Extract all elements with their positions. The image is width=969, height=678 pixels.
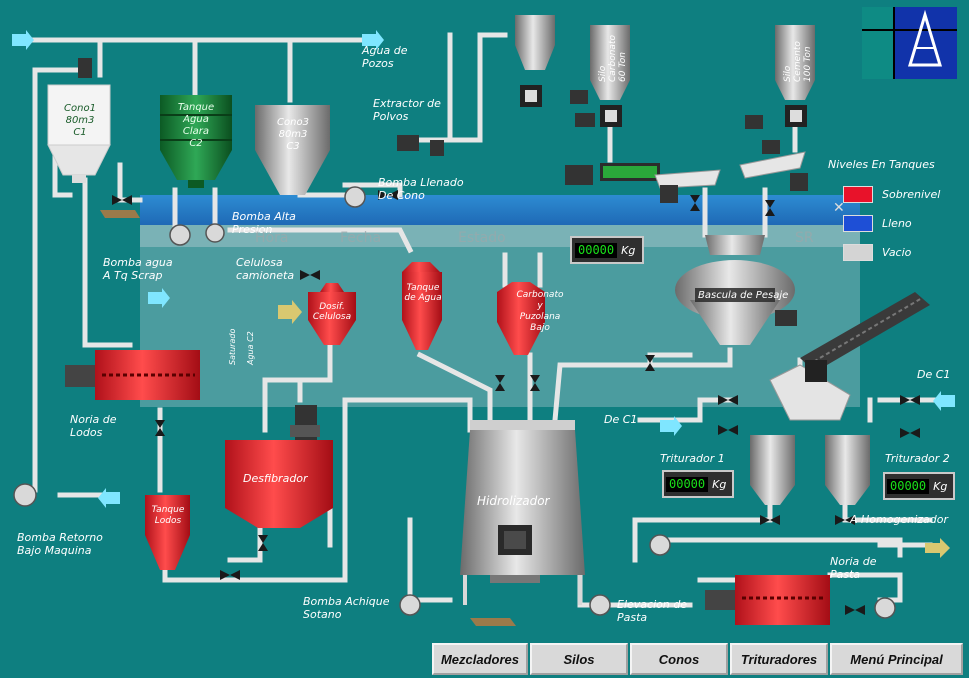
pipe-network (17, 32, 953, 608)
triturador2-unit: Kg (933, 479, 948, 493)
label-desfibrador: Desfibrador (243, 472, 308, 485)
tanque-agua-tank (402, 262, 442, 350)
nav-silos-button[interactable]: Silos (530, 643, 628, 675)
label-bomba-agua-scrap: Bomba agua A Tq Scrap (103, 256, 173, 282)
label-de-c1-right: De C1 (917, 368, 951, 381)
label-carbonato-tolva: Carbonato y Puzolana Bajo (516, 290, 564, 333)
bascula-tank (675, 235, 795, 345)
brown-drains (100, 210, 516, 626)
pump-motors (78, 58, 808, 326)
nav-trituradores-button[interactable]: Trituradores (730, 643, 828, 675)
cono3-tank (255, 105, 330, 195)
ghost-estado: Estado (458, 230, 506, 246)
silo-carbonato (590, 25, 630, 127)
label-bomba-retorno: Bomba Retorno Bajo Maquina (17, 531, 103, 557)
label-triturador2: Triturador 2 (885, 452, 950, 465)
main-weight-value: 00000 (575, 242, 618, 258)
legend-title: Niveles En Tanques (828, 158, 935, 171)
label-silo-cemento: Silo Cemento 100 Ton (783, 41, 813, 82)
label-de-c1-mid: De C1 (604, 413, 638, 426)
legend-swatch-vacio (843, 244, 873, 261)
triturador1-value: 00000 (666, 476, 709, 492)
label-tanque-agua-clara: Tanque Agua Clara C2 (177, 102, 215, 149)
triturador1-unit: Kg (712, 477, 727, 491)
valves (112, 190, 920, 615)
label-tanque-lodos: Tanque Lodos (151, 505, 185, 526)
hidrolizador-tank (460, 420, 585, 605)
label-agua-c2: Agua C2 (246, 331, 255, 365)
main-weight-readout: 00000 Kg (570, 236, 645, 264)
overlay-close-icon[interactable]: ✕ (833, 200, 845, 216)
flow-arrows (12, 30, 955, 508)
silo-cemento (775, 25, 815, 127)
company-logo-icon (862, 7, 957, 79)
ghost-sr: SR (795, 230, 814, 246)
legend-label-sobrenivel: Sobrenivel (882, 188, 941, 201)
label-cono3: Cono3 80m3 C3 (277, 117, 309, 152)
triturador2-readout: 00000 Kg (883, 472, 956, 500)
label-silo-carbonato: Silo Carbonato 60 Ton (598, 35, 628, 82)
label-celulosa: Celulosa camioneta (236, 256, 295, 282)
legend-swatch-sobrenivel (843, 186, 873, 203)
overlay-header-band (140, 195, 860, 225)
label-cono1: Cono1 80m3 C1 (64, 103, 96, 138)
main-weight-unit: Kg (621, 243, 636, 257)
carbonato-tolva-tank (497, 282, 545, 355)
label-bomba-achique: Bomba Achique Sotano (303, 595, 390, 621)
label-extractor: Extractor de Polvos (373, 97, 441, 123)
cono1-tank (47, 84, 111, 183)
screw-conveyor-carbonato (600, 163, 721, 189)
label-bomba-alta-presion: Bomba Alta Presion (232, 210, 296, 236)
label-noria-lodos: Noria de Lodos (70, 413, 117, 439)
legend-swatch-lleno (843, 215, 873, 232)
triturador-tanks (750, 360, 870, 505)
ghost-fecha: Fecha (340, 230, 382, 246)
nav-menu-principal-button[interactable]: Menú Principal (830, 643, 963, 675)
nav-mezcladores-button[interactable]: Mezcladores (432, 643, 528, 675)
label-hidrolizador: Hidrolizador (477, 494, 550, 508)
triturador2-value: 00000 (887, 478, 930, 494)
screw-conveyor-cemento (739, 151, 806, 179)
label-triturador1: Triturador 1 (660, 452, 725, 465)
label-bascula: Bascula de Pesaje (698, 290, 789, 301)
dosif-celulosa-tank (308, 283, 356, 345)
nav-conos-button[interactable]: Conos (630, 643, 728, 675)
feed-arrows (278, 300, 950, 558)
desfibrador-tank (225, 405, 333, 528)
label-bomba-llenado: Bomba Llenado De Cono (378, 176, 464, 202)
pumps (13, 186, 896, 619)
tanque-agua-clara-tank (160, 95, 232, 188)
label-saturado: Saturado (228, 328, 237, 365)
label-tanque-agua: Tanque de Agua (404, 283, 442, 303)
ghost-hora: Hora (255, 230, 289, 246)
triturador1-readout: 00000 Kg (662, 470, 735, 498)
conveyor-belt (800, 292, 930, 372)
label-elevacion-pasta: Elevacion de Pasta (617, 598, 688, 624)
noria-pasta-equipment (705, 575, 830, 625)
label-agua-pozos: Agua de Pozos (362, 44, 408, 70)
noria-lodos-equipment (65, 350, 200, 400)
legend-label-lleno: Lleno (882, 217, 912, 230)
extractor-hopper (515, 15, 555, 107)
tanque-lodos-tank (145, 495, 190, 570)
label-a-homogenizador: A Homogenizador (850, 513, 948, 526)
label-dosif-celulosa: Dosif. Celulosa (312, 302, 352, 322)
legend-label-vacio: Vacio (882, 246, 912, 259)
label-noria-pasta: Noria de Pasta (830, 555, 877, 581)
